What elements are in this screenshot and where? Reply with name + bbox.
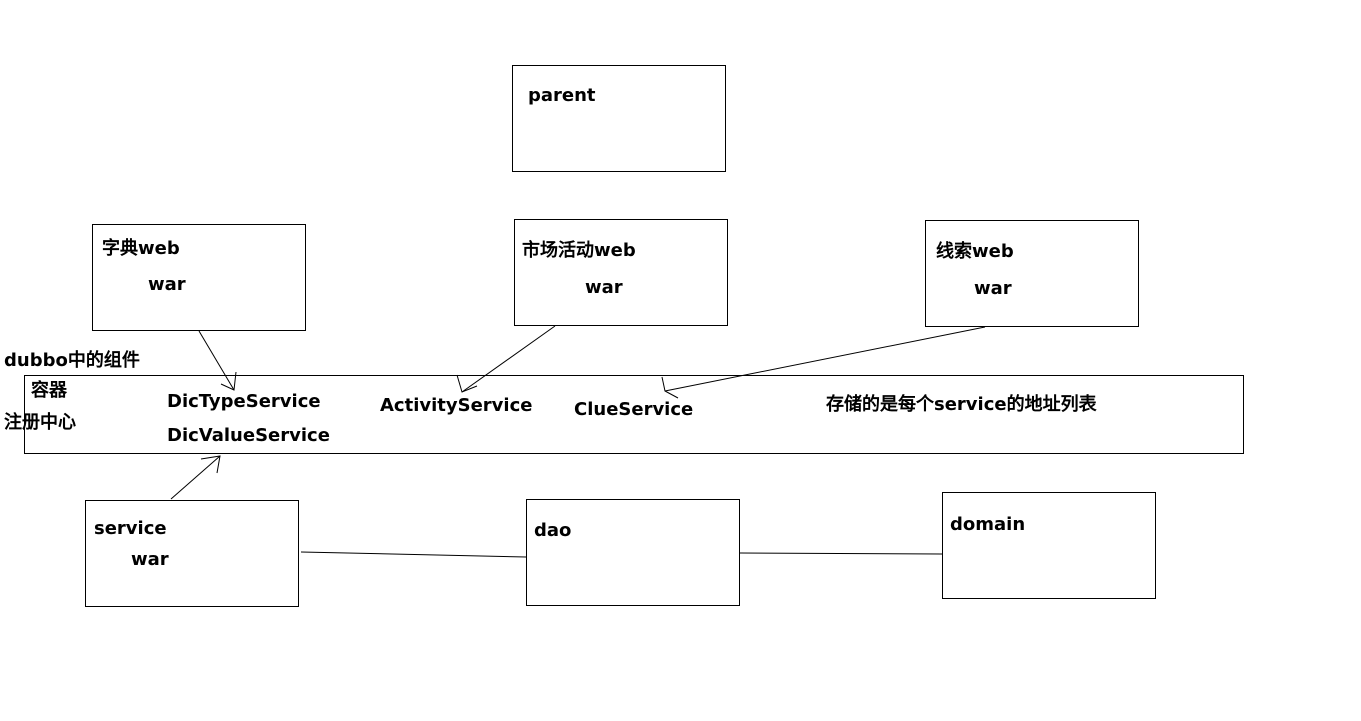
market-web-box [514,219,728,326]
clue-web-title: 线索web [936,241,1014,262]
clue-web-box [925,220,1139,327]
market-web-title: 市场活动web [522,240,636,261]
registry-side-title: dubbo中的组件 [4,350,140,371]
dict-web-title: 字典web [102,238,180,259]
edge-dao-to-domain [739,552,943,555]
registry-box [24,375,1244,454]
edge-service-to-dicvalueservice [170,455,221,500]
service-subtitle: war [131,549,169,570]
arrowhead-activityservice [456,374,478,393]
registry-note: 存储的是每个service的地址列表 [826,394,1097,415]
edge-market-web-to-activityservice [461,325,556,393]
service-dictypeservice: DicTypeService [167,391,321,412]
dao-title: dao [534,520,572,541]
service-title: service [94,518,167,539]
service-clueservice: ClueService [574,399,694,420]
parent-title: parent [528,85,596,106]
service-box [85,500,299,607]
service-activityservice: ActivityService [380,395,533,416]
edge-service-to-dao [300,551,527,558]
market-web-subtitle: war [585,277,623,298]
dao-box [526,499,740,606]
edge-clue-web-to-clueservice [664,326,986,392]
arrowhead-clueservice [661,376,679,399]
arrowhead-dictypeservice [220,371,237,391]
registry-side-label-registry: 注册中心 [4,412,76,433]
arrowhead-dicvalueservice [200,455,221,474]
registry-side-label-container: 容器 [31,380,67,401]
service-dicvalueservice: DicValueService [167,425,330,446]
dict-web-box [92,224,306,331]
edge-dict-web-to-dictypeservice [198,330,235,391]
parent-box [512,65,726,172]
domain-box [942,492,1156,599]
domain-title: domain [950,514,1026,535]
dict-web-subtitle: war [148,274,186,295]
clue-web-subtitle: war [974,278,1012,299]
